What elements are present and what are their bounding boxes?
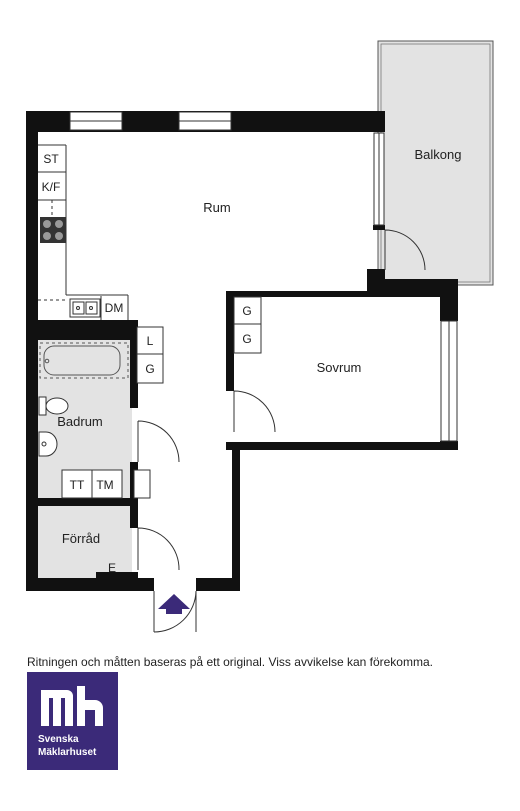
washbasin-icon (38, 431, 58, 457)
room-label-badrum: Badrum (57, 414, 103, 429)
logo-text-line1: Svenska (38, 734, 79, 745)
laundry-boxes (61, 469, 151, 499)
fixture-label-g-sovrum-2: G (242, 332, 251, 346)
forrad-floor (38, 506, 132, 578)
entrance-arrow-icon (158, 594, 190, 614)
fixture-label-l: L (147, 334, 154, 348)
doors (137, 229, 426, 633)
balcony (377, 40, 494, 286)
toilet-icon (38, 396, 69, 416)
hall-cabinets (136, 326, 164, 384)
stove-icon (40, 217, 66, 243)
fixture-label-e: E (108, 561, 116, 575)
kitchen-sink-icon (69, 298, 101, 318)
bedroom-cabinets (233, 296, 262, 354)
fixture-label-kf: K/F (42, 180, 61, 194)
logo-mark-icon (41, 686, 103, 726)
fixture-label-g-sovrum-1: G (242, 304, 251, 318)
bathtub-icon (39, 342, 129, 379)
room-label-forrad: Förråd (62, 531, 100, 546)
fixture-label-g-hall: G (145, 362, 154, 376)
logo: Svenska Mäklarhuset (27, 672, 118, 770)
room-label-balkong: Balkong (415, 147, 462, 162)
windows (69, 111, 458, 442)
fixture-label-tt: TT (70, 478, 85, 492)
room-label-rum: Rum (203, 200, 230, 215)
room-label-sovrum: Sovrum (317, 360, 362, 375)
fixture-label-tm: TM (96, 478, 113, 492)
fixture-label-dm: DM (105, 301, 124, 315)
fixture-label-st: ST (43, 152, 59, 166)
disclaimer-text: Ritningen och måtten baseras på ett orig… (27, 655, 433, 669)
logo-text-line2: Mäklarhuset (38, 747, 97, 758)
